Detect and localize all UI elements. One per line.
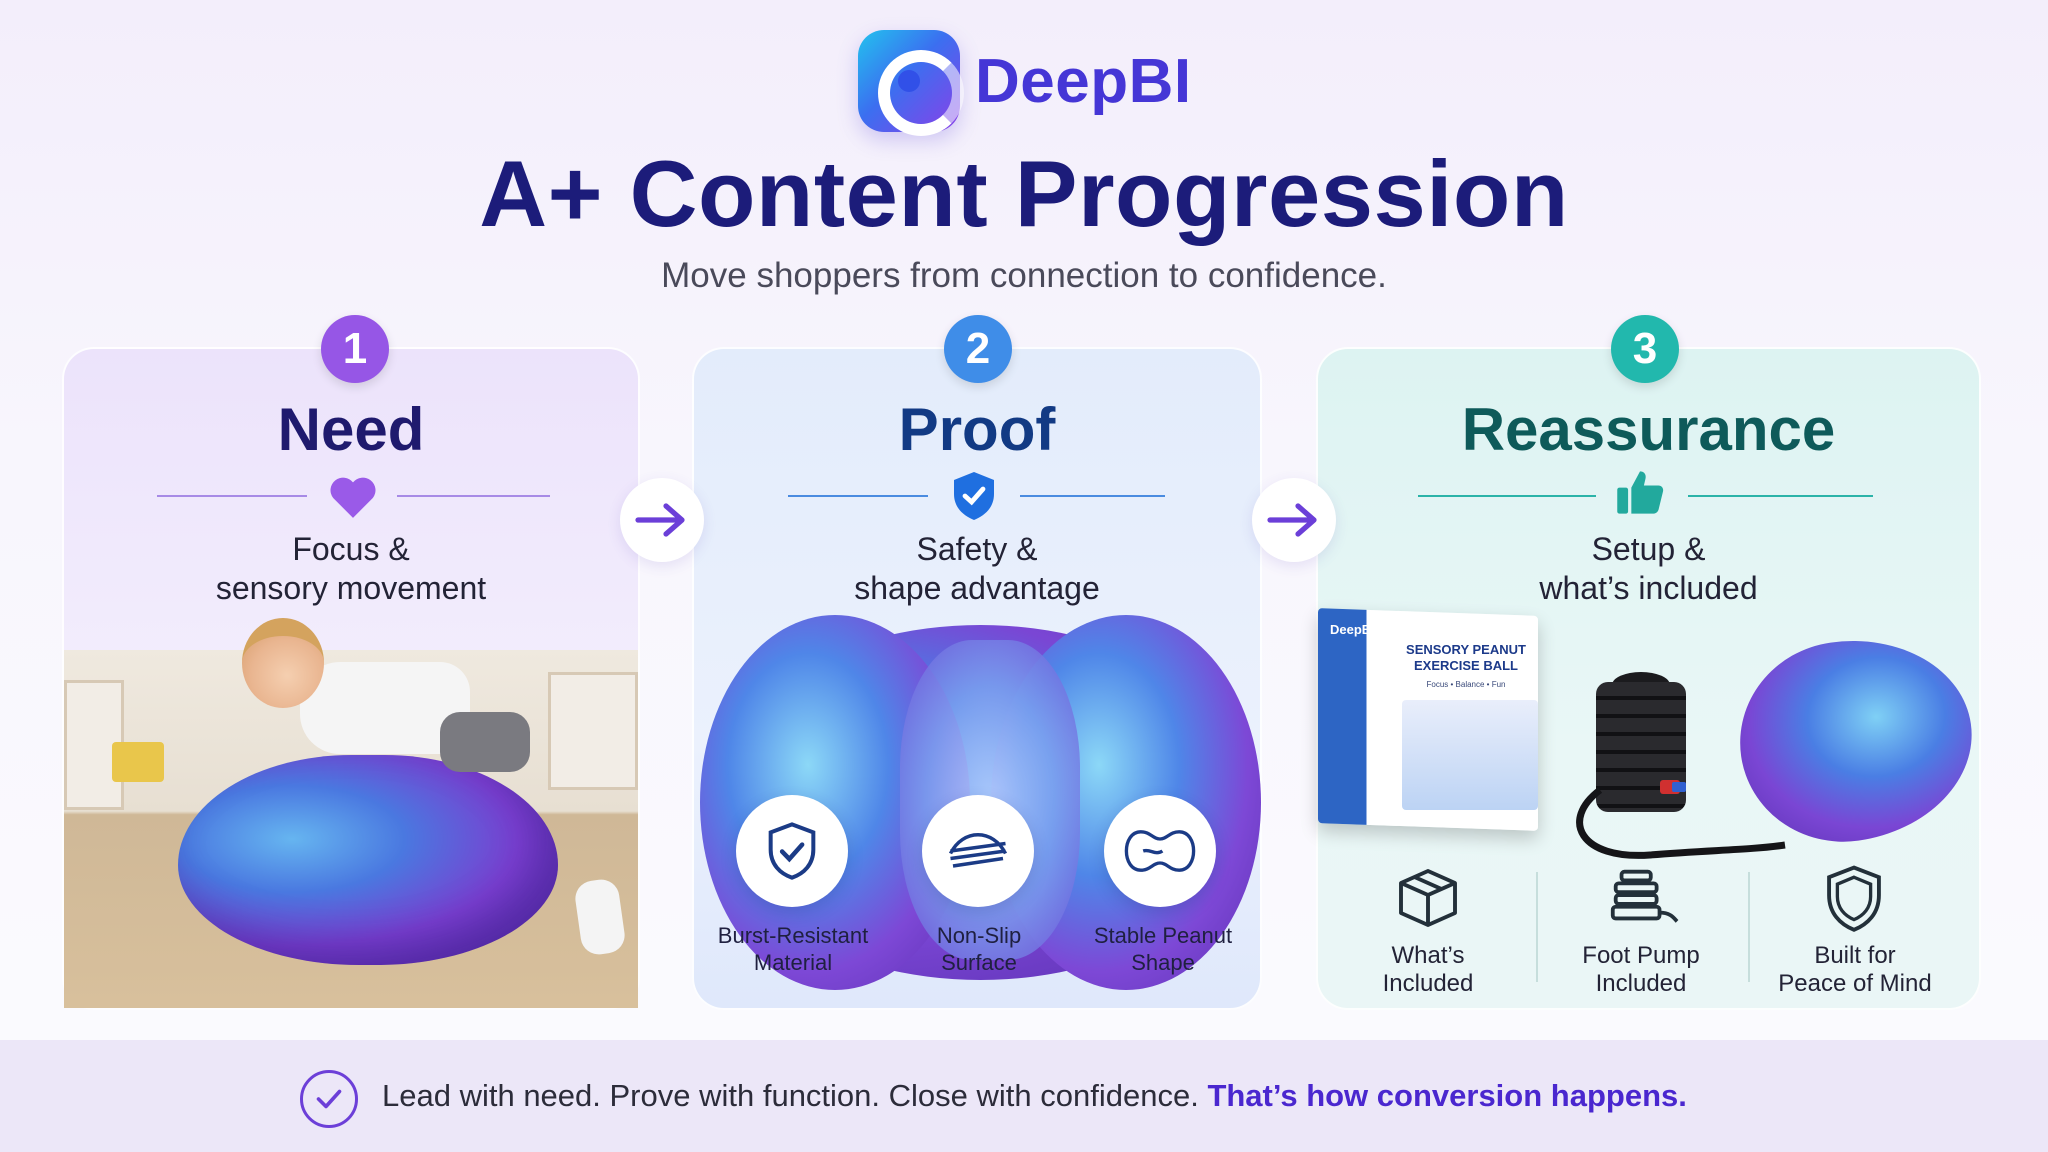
- subtitle-line: Focus &: [292, 531, 410, 567]
- deepbi-logo-icon: [858, 30, 964, 136]
- burst-resistant-badge: [736, 795, 848, 907]
- heart-icon: [330, 477, 376, 518]
- card-heading-need: Need: [277, 396, 425, 463]
- child-head: [242, 618, 324, 708]
- brand-name: DeepBI: [975, 47, 1192, 116]
- feature-label: Foot Pump Included: [1541, 942, 1741, 998]
- feature-label-line: Material: [753, 950, 833, 975]
- rule-right: [397, 495, 550, 497]
- subtitle-line: Setup &: [1591, 531, 1706, 567]
- subtitle-line: Safety &: [916, 531, 1038, 567]
- page-title: A+ Content Progression: [479, 141, 1569, 246]
- shield-check-icon: [768, 822, 816, 880]
- footer-statement: Lead with need. Prove with function. Clo…: [382, 1078, 1199, 1113]
- footer-text: Lead with need. Prove with function. Clo…: [382, 1078, 1687, 1114]
- step-badge-3: 3: [1611, 315, 1679, 383]
- box-title: SENSORY PEANUT EXERCISE BALL: [1406, 642, 1526, 673]
- feature-label: Burst-Resistant Material: [698, 922, 888, 976]
- non-slip-icon: [948, 833, 1008, 868]
- check-circle-icon: [300, 1070, 358, 1128]
- feature-label-line: Burst-Resistant: [717, 923, 869, 948]
- peanut-shape-icon: [1124, 830, 1196, 872]
- box-brand: DeepBI: [1330, 622, 1375, 637]
- rule-left: [788, 495, 928, 497]
- pump-hose: [1576, 780, 1786, 859]
- child-leg: [440, 712, 530, 772]
- feature-divider: [1748, 872, 1750, 982]
- feature-label-line: Shape: [1131, 950, 1195, 975]
- rule-left: [1418, 495, 1596, 497]
- feature-label: Built for Peace of Mind: [1755, 942, 1955, 998]
- footer-highlight: That’s how conversion happens.: [1207, 1078, 1687, 1113]
- peanut-ball-image: [178, 755, 558, 965]
- non-slip-badge: [922, 795, 1034, 907]
- subtitle-line: what’s included: [1539, 570, 1758, 606]
- feature-label: What’s Included: [1328, 942, 1528, 998]
- feature-label-line: Peace of Mind: [1778, 970, 1932, 997]
- shelf-right: [548, 672, 638, 790]
- rule-right: [1688, 495, 1873, 497]
- feature-label-line: Included: [1382, 970, 1474, 997]
- rule-right: [1020, 495, 1165, 497]
- feature-divider: [1536, 872, 1538, 982]
- shield-icon: [1827, 865, 1881, 932]
- box-photo: [1402, 700, 1538, 810]
- card-subtitle-proof: Safety & shape advantage: [692, 530, 1262, 608]
- card-subtitle-need: Focus & sensory movement: [62, 530, 640, 608]
- feature-label: Stable Peanut Shape: [1068, 922, 1258, 976]
- step-badge-1: 1: [321, 315, 389, 383]
- stable-shape-badge: [1104, 795, 1216, 907]
- card-heading-proof: Proof: [898, 396, 1056, 463]
- subtitle-line: shape advantage: [854, 570, 1100, 606]
- toy-yellow: [112, 742, 164, 782]
- shield-check-icon: [954, 472, 994, 520]
- box-icon: [1399, 869, 1457, 927]
- feature-label-line: What’s: [1391, 942, 1465, 969]
- feature-label-line: Non-Slip: [936, 923, 1022, 948]
- feature-label-line: Included: [1595, 970, 1687, 997]
- subtitle-line: sensory movement: [215, 570, 487, 606]
- arrow-right-icon: [620, 478, 704, 562]
- feature-label: Non-Slip Surface: [884, 922, 1074, 976]
- page-subtitle: Move shoppers from connection to confide…: [661, 256, 1387, 295]
- card-subtitle-reassurance: Setup & what’s included: [1316, 530, 1981, 608]
- feature-label-line: Built for: [1814, 942, 1896, 969]
- thumbs-up-icon: [1617, 471, 1664, 514]
- rule-left: [157, 495, 307, 497]
- feature-label-line: Foot Pump: [1582, 942, 1700, 969]
- foot-pump-icon: [1610, 869, 1679, 923]
- card-heading-reassurance: Reassurance: [1461, 396, 1836, 463]
- feature-label-line: Surface: [941, 950, 1017, 975]
- arrow-right-icon: [1252, 478, 1336, 562]
- step-badge-2: 2: [944, 315, 1012, 383]
- feature-label-line: Stable Peanut: [1093, 923, 1233, 948]
- box-tagline: Focus • Balance • Fun: [1426, 680, 1506, 689]
